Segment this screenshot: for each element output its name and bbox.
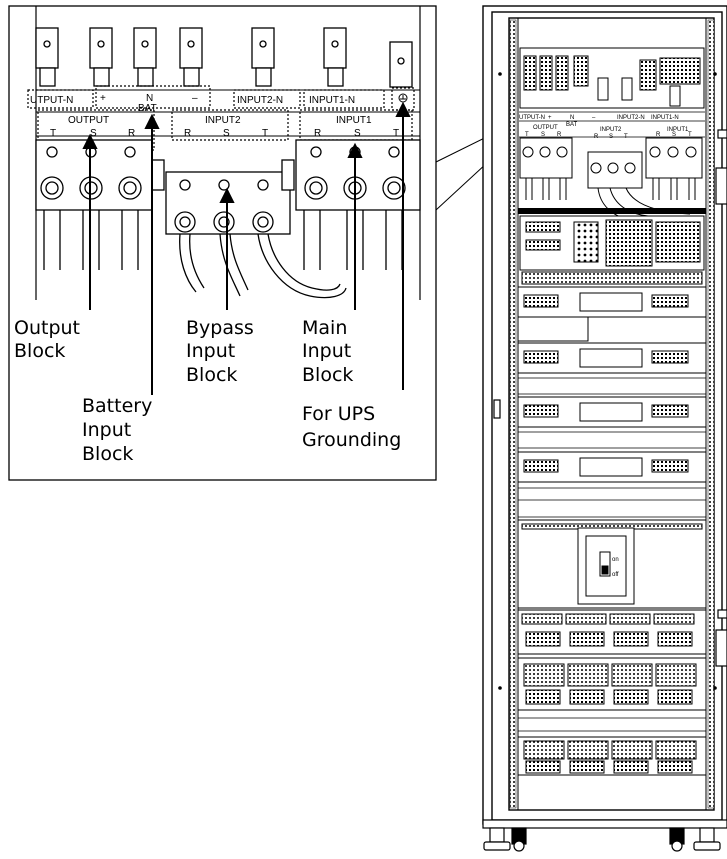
callout-main-line1: Main <box>302 317 347 339</box>
cabinet-label-input1: INPUT1 <box>667 127 689 133</box>
label-input1: INPUT1 <box>336 115 372 126</box>
callout-battery-line3: Block <box>82 443 133 465</box>
label-output: OUTPUT <box>68 115 109 126</box>
callout-main-line2: Input <box>302 340 351 362</box>
breaker-off-label: off <box>612 572 619 578</box>
cabinet-label-input1-phase-s: S <box>672 132 676 138</box>
cabinet-label-output-n: UTPUT-N <box>519 115 545 121</box>
callout-output-line2: Block <box>14 340 65 362</box>
cabinet-label-output-phase-s: S <box>541 132 545 138</box>
cabinet-label-output-phase-t: T <box>525 132 529 138</box>
label-output-n: UTPUT-N <box>30 95 73 106</box>
label-bat-minus: – <box>192 93 198 104</box>
label-input1-n: INPUT1-N <box>309 95 355 106</box>
callout-labels: Output Block Battery Input Block Bypass … <box>14 317 401 465</box>
cabinet-label-bat-minus: – <box>592 115 596 121</box>
callout-ground-line2: Grounding <box>302 429 401 451</box>
label-input2-n: INPUT2-N <box>237 95 283 106</box>
cabinet-label-input1-phase-t: T <box>688 132 692 138</box>
cabinet-label-output-phase-r: R <box>557 132 562 138</box>
label-input1-phase-t: T <box>393 128 399 139</box>
label-input1-phase-r: R <box>314 128 321 139</box>
callout-main-line3: Block <box>302 364 353 386</box>
cabinet-terminals <box>519 137 703 221</box>
label-output-phase-t: T <box>50 128 56 139</box>
cabinet-breaker-section <box>517 519 707 609</box>
cabinet-top-area <box>519 47 705 109</box>
cabinet-label-bat-n: N <box>570 115 574 121</box>
label-bat: BAT <box>138 103 157 114</box>
label-output-phase-r: R <box>128 128 135 139</box>
label-input2: INPUT2 <box>205 115 241 126</box>
cabinet-vent-strip <box>521 271 703 285</box>
cabinet-label-input2: INPUT2 <box>600 127 622 133</box>
zoom-top-lugs <box>35 27 413 88</box>
cabinet-module-slots <box>517 286 707 483</box>
cabinet-label-bat-plus: + <box>548 115 552 121</box>
zoom-terminal-blocks <box>35 139 421 235</box>
zoom-cables <box>43 210 403 299</box>
label-output-phase-s: S <box>90 128 97 139</box>
cabinet-label-strip: UTPUT-N + N – BAT INPUT2-N INPUT1-N OUTP… <box>519 111 705 140</box>
callout-battery-line2: Input <box>82 419 131 441</box>
callout-battery-line1: Battery <box>82 395 152 417</box>
breaker-on-label: on <box>612 557 619 563</box>
callout-bypass-line3: Block <box>186 364 237 386</box>
cabinet-label-output: OUTPUT <box>533 125 558 131</box>
cabinet-label-input2-phase-t: T <box>624 134 628 140</box>
cabinet-battery-section <box>517 609 707 776</box>
ups-cabinet: UTPUT-N + N – BAT INPUT2-N INPUT1-N OUTP… <box>482 5 727 852</box>
zoom-arrows <box>82 101 411 395</box>
zoom-panel: UTPUT-N + N – BAT INPUT2-N INPUT1-N OUTP… <box>8 5 437 481</box>
cabinet-label-input2-n: INPUT2-N <box>617 115 645 121</box>
cabinet-control-section <box>519 215 705 271</box>
cabinet-label-bat: BAT <box>566 122 578 128</box>
cabinet-label-input2-phase-r: R <box>594 134 599 140</box>
callout-bypass-line2: Input <box>186 340 235 362</box>
label-bat-n: N <box>146 93 153 104</box>
label-bat-plus: + <box>100 93 106 104</box>
zoom-panel-frame <box>8 5 437 481</box>
label-input2-phase-s: S <box>223 128 230 139</box>
cabinet-label-input1-n: INPUT1-N <box>651 115 679 121</box>
callout-ground-line1: For UPS <box>302 403 375 425</box>
zoom-labels: UTPUT-N + N – BAT INPUT2-N INPUT1-N OUTP… <box>30 93 399 139</box>
cabinet-base <box>482 819 727 852</box>
cabinet-label-input2-phase-s: S <box>609 134 613 140</box>
label-input1-phase-s: S <box>354 128 361 139</box>
label-input2-phase-r: R <box>184 128 191 139</box>
callout-bypass-line1: Bypass <box>186 317 254 339</box>
cabinet-label-input1-phase-r: R <box>656 132 661 138</box>
callout-output-line1: Output <box>14 317 80 339</box>
label-input2-phase-t: T <box>262 128 268 139</box>
